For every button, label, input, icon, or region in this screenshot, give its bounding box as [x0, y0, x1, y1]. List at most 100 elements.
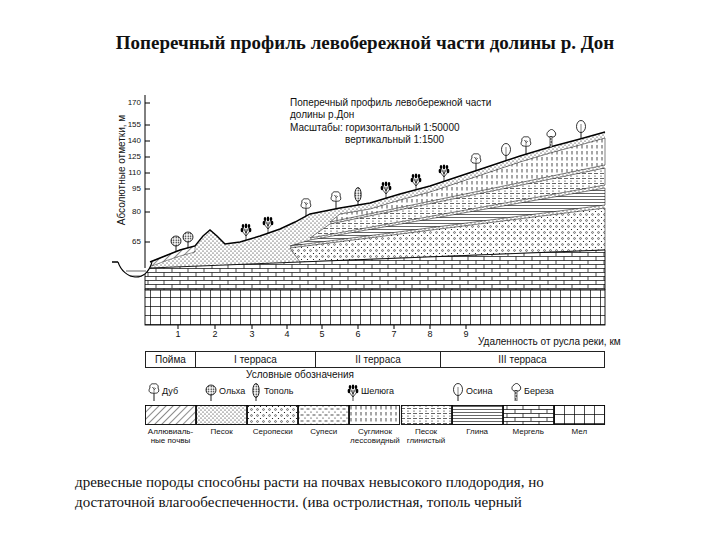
tree-symbol — [471, 154, 481, 171]
axis-tick-label: 9 — [463, 329, 468, 339]
axis-title: Удаленность от русла реки, км — [478, 336, 621, 348]
bedrock-marl — [145, 250, 605, 290]
legend-swatch — [145, 405, 196, 425]
soil-pattern — [503, 406, 553, 425]
axis-tick-label: 155 — [128, 120, 141, 129]
legend-swatch — [298, 405, 349, 425]
terrace-band-cell: Пойма — [145, 351, 196, 368]
legend-label: Шелюга — [361, 386, 394, 396]
bedrock-chalk — [145, 290, 605, 325]
soil-pattern — [452, 406, 502, 425]
axis-tick-label: 3 — [249, 329, 254, 339]
legend-swatch — [554, 405, 605, 425]
legend-swatch — [347, 383, 359, 401]
legend-swatch — [503, 405, 554, 425]
axis-tick-label: 4 — [284, 329, 289, 339]
soil-pattern — [299, 406, 349, 425]
terrace-band-cell: II терраса — [315, 351, 441, 368]
terrace-name: II терраса — [355, 354, 401, 365]
legend-label: Дуб — [162, 386, 178, 396]
legend-swatch — [452, 383, 464, 401]
scale-note: Масштабы: горизонтальный 1:50000 — [290, 122, 460, 134]
tree-symbol — [241, 224, 252, 240]
legend-label: Глина — [449, 428, 505, 437]
tree-symbol — [521, 137, 531, 154]
tree-symbol — [512, 384, 521, 402]
soil-pattern — [401, 406, 451, 425]
tree-symbol — [253, 384, 259, 402]
legend-label: Супеси — [296, 428, 352, 437]
tree-symbol — [411, 174, 422, 190]
axis-tick-label: 80 — [132, 207, 141, 216]
river-water — [126, 271, 146, 276]
figure-heading: Поперечный профиль левобережной части до… — [290, 97, 495, 121]
legend-label: Осина — [466, 386, 493, 396]
y-ticks — [145, 103, 150, 242]
river-channel — [118, 262, 152, 277]
caption-text: древесные породы способны расти на почва… — [75, 472, 585, 512]
axis-title: Абсолютные отметки, м — [116, 115, 128, 225]
axis-tick-label: 140 — [128, 136, 141, 145]
soil-pattern — [350, 406, 400, 425]
tree-symbol — [547, 130, 556, 148]
legend-label: Ольха — [219, 386, 245, 396]
tree-symbol — [331, 192, 341, 209]
terrace-name: I терраса — [234, 354, 277, 365]
axis-tick-label: 170 — [128, 98, 141, 107]
axis-tick-label: 65 — [132, 237, 141, 246]
terrace-name: Пойма — [155, 354, 186, 365]
legend-label: Береза — [524, 386, 554, 396]
tree-symbol — [149, 384, 159, 401]
soil-pattern — [146, 406, 196, 425]
scale-note: вертикальный 1:1500 — [345, 134, 444, 146]
tree-symbol — [171, 236, 181, 252]
sediment-sand — [150, 132, 605, 268]
tree-symbol — [502, 144, 511, 162]
axis-tick-label: 110 — [128, 168, 141, 177]
legend-swatch — [247, 405, 298, 425]
ground-surface — [112, 132, 605, 262]
soil-pattern — [248, 406, 298, 425]
terrace-band-cell: III терраса — [440, 351, 605, 368]
legend-swatch — [401, 405, 452, 425]
axis-tick-label: 95 — [132, 184, 141, 193]
terrace-name: III терраса — [498, 354, 546, 365]
tree-symbol — [348, 385, 359, 401]
tree-symbol — [301, 199, 311, 216]
tree-symbol — [183, 232, 193, 248]
legend-swatch — [349, 405, 400, 425]
legend-title: Условные обозначения — [246, 369, 354, 381]
legend-swatch — [205, 383, 217, 401]
legend-swatch — [510, 383, 522, 401]
legend-label: Песок — [194, 428, 250, 437]
x-ticks — [178, 325, 466, 329]
sediment-alluvial — [150, 246, 195, 266]
legend-label: Тополь — [264, 386, 293, 396]
tree-symbol — [577, 121, 586, 139]
axis-tick-label: 8 — [427, 329, 432, 339]
legend-label: Аллювиаль-ные почвы — [143, 428, 199, 446]
legend-label: Песок глинистый — [398, 428, 454, 446]
legend-label: Мергель — [500, 428, 556, 437]
legend-swatch — [196, 405, 247, 425]
legend-swatch — [250, 383, 262, 401]
soil-pattern — [554, 406, 604, 425]
axis-tick-label: 7 — [391, 329, 396, 339]
tree-symbol — [439, 165, 450, 181]
tree-symbol — [206, 385, 216, 401]
tree-symbol — [355, 188, 361, 206]
axis-tick-label: 6 — [355, 329, 360, 339]
axis-tick-label: 1 — [175, 329, 180, 339]
legend-label: Мел — [551, 428, 607, 437]
axis-tick-label: 5 — [319, 329, 324, 339]
tree-symbol — [263, 217, 274, 233]
terrace-band-cell: I терраса — [195, 351, 316, 368]
tree-symbol — [381, 182, 392, 198]
legend-swatch — [148, 383, 160, 401]
soil-pattern — [197, 406, 247, 425]
tree-symbol — [454, 384, 463, 402]
